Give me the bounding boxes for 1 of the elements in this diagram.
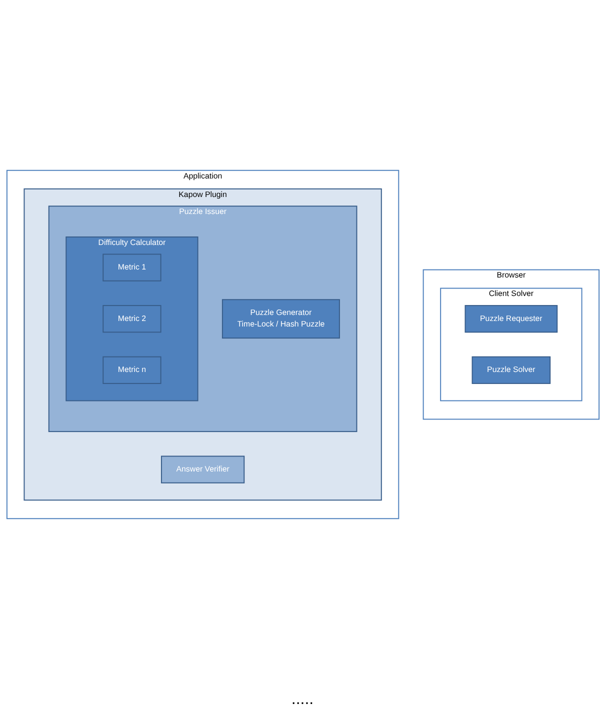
ellipsis-label: ..... [291, 691, 314, 708]
